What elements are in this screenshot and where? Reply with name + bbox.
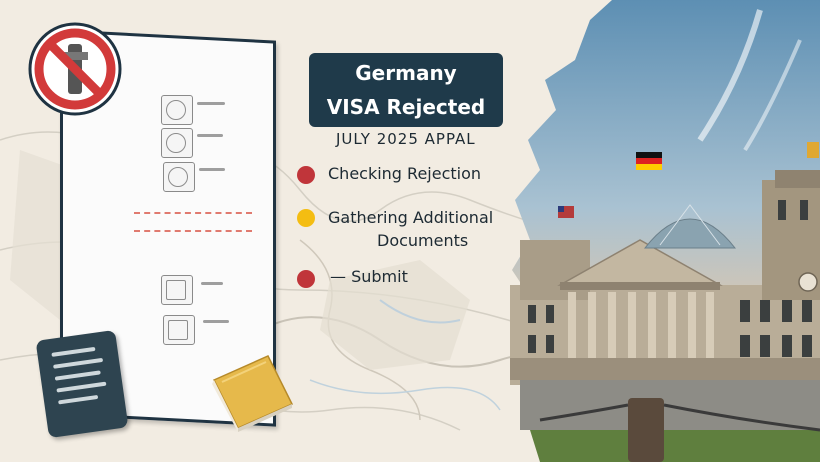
document-line (197, 102, 225, 105)
document-icon (161, 95, 193, 125)
subtitle-date: JULY 2025 APPAL (336, 130, 476, 148)
dashed-divider (134, 230, 252, 232)
step-label: Checking Rejection (328, 164, 482, 183)
dashed-divider (134, 212, 252, 214)
step-label: — Submit (330, 267, 408, 286)
document-line (199, 168, 225, 171)
germany-flag-icon (636, 152, 662, 170)
title-country: Germany (355, 61, 457, 85)
step-bullet-red (297, 166, 315, 184)
book-icon (212, 355, 294, 432)
document-line (201, 282, 223, 285)
step-label-continued: Documents (377, 231, 469, 250)
document-line (197, 134, 223, 137)
document-icon (161, 275, 193, 305)
step-bullet-red (297, 270, 315, 288)
document-line (203, 320, 229, 323)
title-status: VISA Rejected (326, 95, 486, 119)
no-entry-icon (28, 22, 122, 116)
step-bullet-yellow (297, 209, 315, 227)
title-banner (309, 53, 503, 127)
document-icon (163, 315, 195, 345)
document-icon (163, 162, 195, 192)
document-icon (161, 128, 193, 158)
step-label: Gathering Additional (328, 208, 494, 227)
notebook-icon (35, 329, 129, 439)
